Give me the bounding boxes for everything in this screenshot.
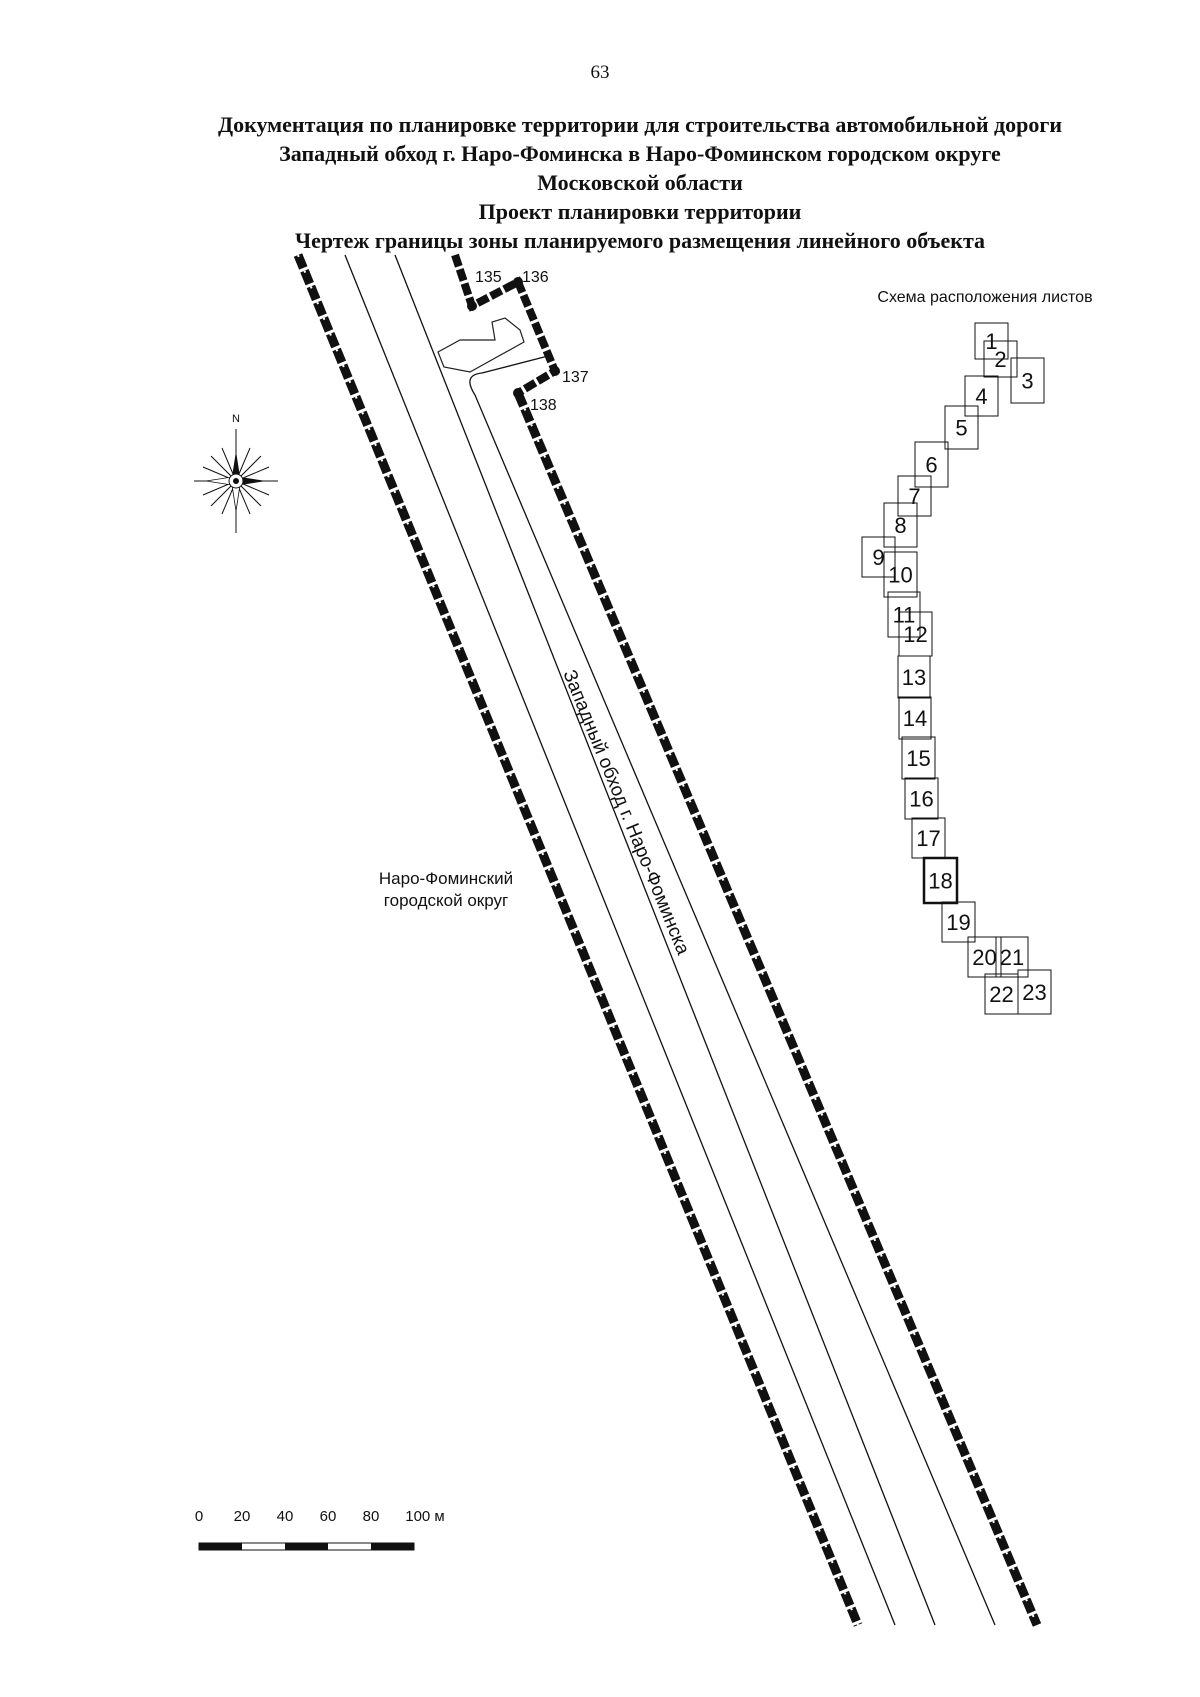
sheet-label-9: 9: [872, 545, 884, 570]
road-edge-1: [344, 254, 896, 1626]
sheet-box-3: [1010, 357, 1045, 404]
scale-label-60: 60: [320, 1508, 337, 1525]
point-135-label: 135: [475, 269, 502, 286]
sheet-label-5: 5: [955, 416, 967, 441]
page-number: 63: [590, 62, 610, 83]
sheet-label-12: 12: [903, 622, 927, 647]
sheet-box-5: [944, 405, 979, 450]
road: [344, 254, 996, 1626]
title-line-5: Чертеж границы зоны планируемого размеще…: [294, 228, 986, 253]
sheet-box-19: [941, 901, 976, 943]
boundary-line-right: [513, 391, 1042, 1627]
scale-label-40: 40: [277, 1508, 294, 1525]
scale-label-80: 80: [363, 1508, 380, 1525]
sheet-box-10: [883, 551, 918, 598]
scale-label-0: 0: [195, 1508, 203, 1525]
sheet-label-21: 21: [1000, 945, 1024, 970]
sheet-box-18: [922, 856, 959, 905]
district-label-line-2: городской округ: [384, 891, 508, 910]
point-138-marker: [513, 388, 523, 398]
sheet-label-14: 14: [903, 706, 927, 731]
sheet-box-9: [861, 536, 896, 578]
point-137-marker: [550, 366, 560, 376]
title-line-3: Московской области: [537, 170, 743, 195]
sheet-box-23: [1017, 969, 1052, 1015]
boundary-line-right-inner: [517, 392, 1038, 1626]
point-138-label: 138: [530, 397, 557, 414]
sheet-label-20: 20: [972, 945, 996, 970]
boundary-points: 135 136 137 138: [467, 269, 589, 414]
sheet-label-19: 19: [946, 910, 970, 935]
sheet-label-4: 4: [975, 384, 987, 409]
building-outline: [437, 317, 525, 373]
title-line-4: Проект планировки территории: [478, 199, 802, 224]
sheet-box-13: [897, 655, 931, 699]
sheet-box-2: [983, 340, 1018, 378]
point-135-marker: [467, 301, 477, 311]
sheet-box-8: [883, 502, 918, 548]
sheet-scheme-title: Схема расположения листов: [877, 289, 1092, 306]
sheet-box-7: [897, 475, 932, 517]
sheet-label-18: 18: [928, 869, 952, 894]
sheet-label-2: 2: [994, 347, 1006, 372]
sheet-label-3: 3: [1021, 369, 1033, 394]
sheet-box-4: [964, 375, 999, 417]
compass-rose-icon: N: [194, 413, 278, 533]
boundary-line-left: [293, 253, 863, 1627]
title-line-2: Западный обход г. Наро-Фоминска в Наро-Ф…: [279, 141, 1001, 166]
sheet-label-7: 7: [908, 484, 920, 509]
title-line-1: Документация по планировке территории дл…: [217, 112, 1063, 137]
sheet-label-11: 11: [893, 603, 916, 628]
sheet-label-22: 22: [989, 982, 1013, 1007]
scale-bar: 0 20 40 60 80 100 м: [195, 1508, 445, 1551]
document-title: Документация по планировке территории дл…: [60, 110, 1200, 255]
sheet-box-16: [904, 777, 939, 820]
road-edge-3: [469, 355, 996, 1626]
road-edge-2: [394, 254, 936, 1626]
sheet-label-10: 10: [888, 563, 912, 588]
point-136-label: 136: [522, 269, 549, 286]
point-136-marker: [513, 277, 523, 287]
sheet-label-23: 23: [1022, 980, 1046, 1005]
sheet-box-15: [901, 736, 936, 780]
sheet-label-13: 13: [902, 665, 926, 690]
scale-label-100: 100 м: [405, 1508, 445, 1525]
point-137-label: 137: [562, 369, 589, 386]
sheet-box-14: [898, 696, 932, 740]
sheet-label-8: 8: [894, 513, 906, 538]
sheet-box-21: [995, 936, 1029, 978]
sheet-box-11: [887, 591, 921, 638]
sheet-label-6: 6: [925, 453, 937, 478]
sheet-label-17: 17: [916, 826, 940, 851]
sheet-label-16: 16: [909, 787, 933, 812]
scale-label-20: 20: [234, 1508, 251, 1525]
road-label: Западный обход г. Наро-Фоминска: [558, 667, 693, 958]
compass-north-label: N: [232, 413, 240, 425]
sheet-label-15: 15: [906, 746, 930, 771]
district-label-line-1: Наро-Фоминский: [379, 869, 513, 888]
